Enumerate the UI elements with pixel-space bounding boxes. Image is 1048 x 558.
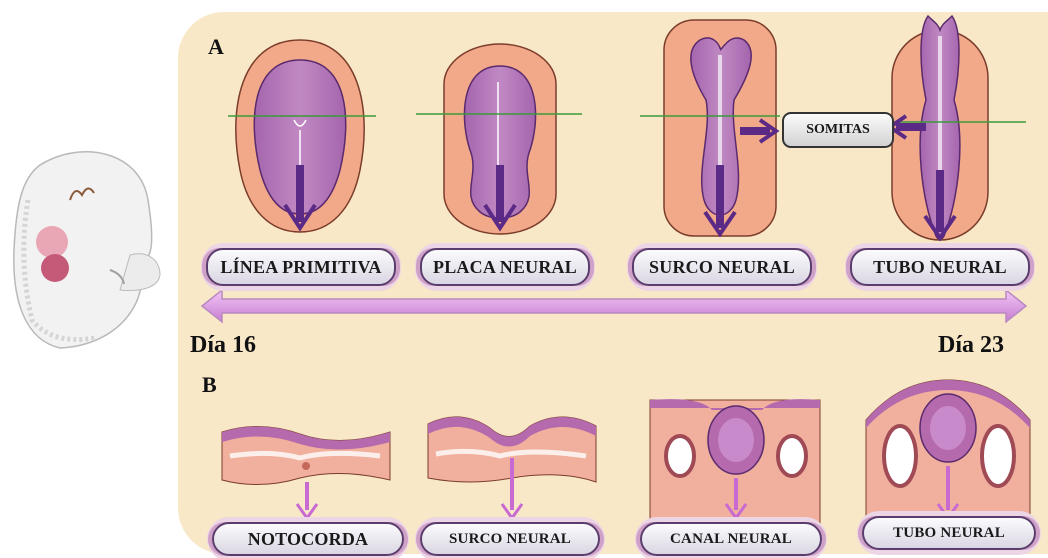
section-label-neural-canal: CANAL NEURAL xyxy=(640,522,822,556)
stage-label-neural-groove: SURCO NEURAL xyxy=(632,248,812,286)
somites-label: SOMITAS xyxy=(782,112,894,148)
stage-label-primitive-streak: LÍNEA PRIMITIVA xyxy=(206,248,396,286)
section-label-notochord: NOTOCORDA xyxy=(212,522,404,556)
section-neural-canal xyxy=(650,399,820,534)
panel-letter-b: B xyxy=(202,372,217,398)
stage-neural-tube xyxy=(880,16,1026,240)
section-label-neural-tube: TUBO NEURAL xyxy=(862,516,1036,550)
section-label-neural-groove: SURCO NEURAL xyxy=(420,522,600,556)
section-neural-groove xyxy=(428,417,596,518)
timeline-end: Día 23 xyxy=(938,332,1004,359)
embryo-side-view-icon xyxy=(14,152,160,348)
section-notochord xyxy=(222,426,390,518)
section-neural-tube xyxy=(866,380,1030,520)
timeline-start: Día 16 xyxy=(190,332,256,359)
stage-label-neural-tube: TUBO NEURAL xyxy=(850,248,1030,286)
stage-label-neural-plate: PLACA NEURAL xyxy=(420,248,590,286)
panel-letter-a: A xyxy=(208,34,224,60)
stage-neural-groove xyxy=(640,20,780,236)
stage-primitive-streak xyxy=(228,40,376,232)
double-arrow-icon xyxy=(202,290,1026,322)
stage-neural-plate xyxy=(416,44,582,234)
